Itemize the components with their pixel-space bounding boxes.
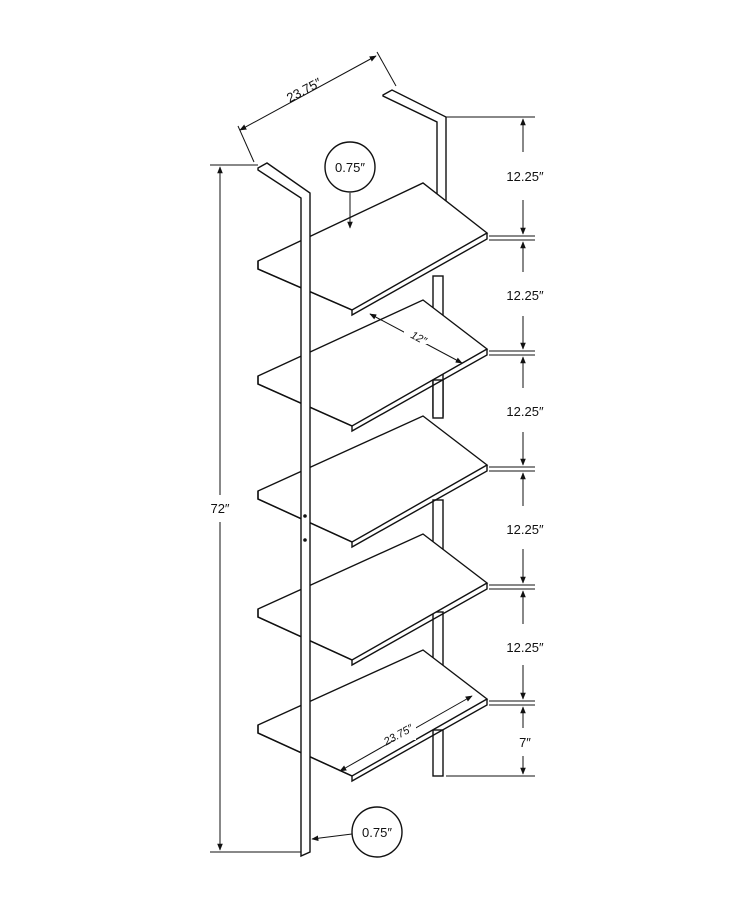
total-height-label: 72″ — [210, 501, 229, 516]
spacing-label-4: 12.25″ — [506, 522, 544, 537]
shelf-3 — [257, 415, 489, 549]
shelf-5 — [257, 649, 489, 783]
front-frame-post — [257, 162, 311, 858]
bottom-gap-label: 7″ — [519, 735, 531, 750]
top-width-label: 23.75″ — [284, 75, 324, 106]
shelves — [257, 182, 489, 783]
frame-thickness-callout: 0.75″ — [311, 806, 403, 858]
top-width-dimension: 23.75″ — [237, 51, 397, 163]
spacing-label-1: 12.25″ — [506, 169, 544, 184]
shelf-spacing-dimensions: 12.25″ 12.25″ 12.25″ 12.25″ 12.25″ 7″ — [446, 116, 544, 777]
spacing-label-3: 12.25″ — [506, 404, 544, 419]
shelf-thickness-label: 0.75″ — [335, 160, 365, 175]
shelf-2 — [257, 299, 489, 433]
total-height-dimension: 72″ — [210, 164, 301, 853]
shelf-thickness-callout: 0.75″ — [324, 141, 376, 229]
shelf-depth-dimension: 12″ — [369, 313, 463, 364]
frame-thickness-label: 0.75″ — [362, 825, 392, 840]
spacing-label-5: 12.25″ — [506, 640, 544, 655]
spacing-label-2: 12.25″ — [506, 288, 544, 303]
shelf-4 — [257, 533, 489, 667]
shelf-1 — [257, 182, 489, 317]
